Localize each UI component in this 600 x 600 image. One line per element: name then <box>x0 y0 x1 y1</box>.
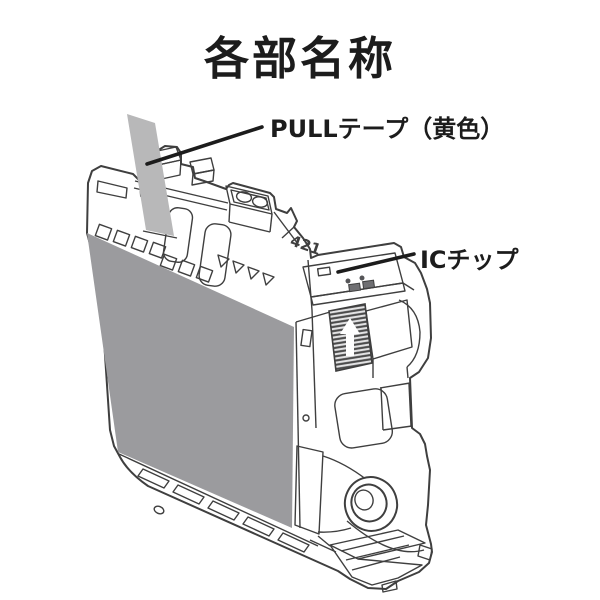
foot-latch <box>317 529 433 593</box>
pull-tape-leader-line <box>145 125 264 166</box>
top-details <box>94 146 299 287</box>
vent-hatch <box>328 303 373 372</box>
latch-structure <box>365 282 421 431</box>
ic-chip-leader-line <box>336 252 416 274</box>
up-arrow-icon <box>340 318 360 356</box>
supply-port <box>294 445 425 553</box>
bottom-rail <box>118 453 337 553</box>
page-title: 各部名称 <box>203 32 396 85</box>
pull-tape <box>127 114 178 239</box>
pull-tape-label: PULLテープ（黄色） <box>270 115 505 143</box>
label-panel <box>87 233 294 528</box>
ic-chip-label: ICチップ <box>420 246 519 274</box>
callout-lines <box>145 125 416 274</box>
ic-chip <box>302 252 406 306</box>
front-column <box>295 259 394 529</box>
